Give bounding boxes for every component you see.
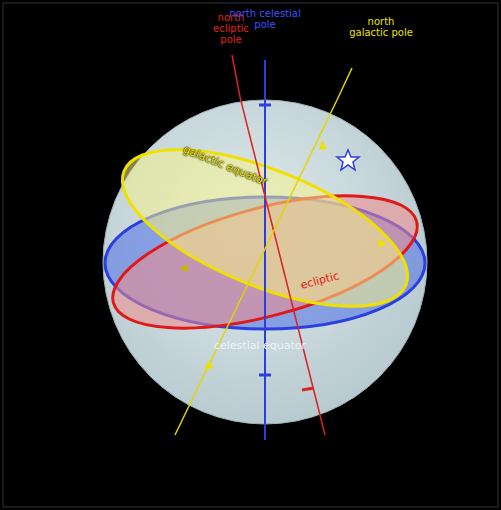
pole-label: north galactic pole bbox=[348, 16, 414, 38]
celestial-axis bbox=[264, 95, 266, 440]
pole-label: north celestial pole bbox=[222, 8, 308, 30]
node-marker bbox=[180, 264, 188, 273]
node-marker bbox=[378, 239, 386, 248]
pole-marker bbox=[319, 140, 327, 150]
galactic-axis-top bbox=[337, 68, 352, 100]
ecliptic-axis-top bbox=[232, 55, 240, 97]
pole-marker bbox=[259, 104, 271, 107]
plane-label: celestial equator bbox=[195, 340, 325, 352]
pole-marker bbox=[204, 360, 213, 370]
ecliptic-axis bbox=[240, 97, 325, 435]
frame bbox=[3, 3, 498, 507]
pole-marker bbox=[302, 388, 314, 390]
star-symbol bbox=[337, 150, 359, 170]
celestial-axis-top bbox=[264, 60, 266, 95]
pole-marker bbox=[259, 374, 271, 377]
